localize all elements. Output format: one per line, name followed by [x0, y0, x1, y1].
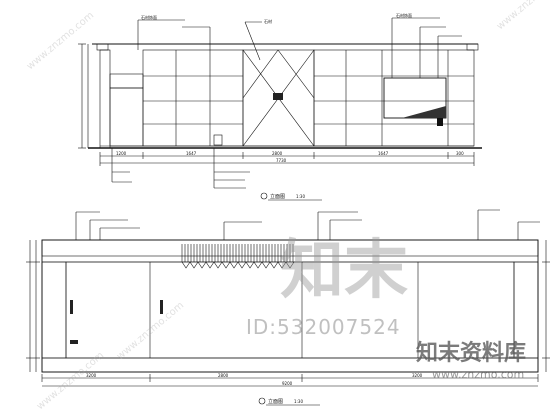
mid-marker	[160, 300, 163, 314]
vent-grille	[181, 244, 294, 262]
bottom-dim-3: 3200	[412, 373, 423, 378]
bottom-title-scale: 1:30	[294, 399, 303, 404]
callout-1: 石材饰面	[141, 14, 157, 20]
dim-label-2: 1647	[186, 151, 197, 156]
diag-watermark-top-left: www.znzmo.com	[25, 10, 96, 72]
bottom-elevation: 3200 2800 3200 9200 立面图 1:30	[26, 209, 550, 406]
diag-watermark-top-right: www.znzmo.com	[495, 0, 560, 32]
watermark-layer: www.znzmo.com www.znzmo.com www.znzmo.co…	[25, 0, 560, 412]
stone-panel-left	[142, 49, 244, 147]
switch-box	[213, 134, 223, 146]
callout-2: 石材	[264, 18, 272, 24]
socket-box	[70, 340, 78, 344]
big-watermark: 知末	[280, 234, 408, 308]
bottom-elevation-title: 立面图 1:30	[258, 397, 320, 406]
left-pillar	[41, 261, 67, 359]
dim-label-4: 1647	[378, 151, 389, 156]
dim-total: 7730	[276, 158, 287, 163]
diag-watermark-mid-left: www.znzmo.com	[115, 300, 186, 362]
left-marker	[70, 300, 73, 314]
url-watermark: www.znzmo.com	[432, 368, 524, 381]
door-handle-icon	[273, 93, 283, 100]
top-dim-chain: 1200 1647 2800 1647 300 7730	[99, 151, 475, 166]
bottom-dim-chain: 3200 2800 3200 9200	[41, 373, 539, 387]
top-title-text: 立面图	[270, 193, 285, 200]
niche-object	[437, 118, 443, 126]
bottom-title-text: 立面图	[268, 398, 283, 405]
top-bottom-callouts	[111, 148, 250, 189]
bottom-dim-2: 2800	[218, 373, 229, 378]
dim-label-3: 2800	[272, 151, 283, 156]
niche-shelf	[402, 106, 446, 118]
bottom-dim-1: 3200	[86, 373, 97, 378]
dim-label-5: 300	[456, 151, 464, 156]
top-elevation: 1200 1647 2800 1647 300 7730 石材饰面 石材 石材饰…	[78, 12, 482, 201]
checker-block	[109, 73, 144, 89]
top-left-end-cap	[96, 43, 109, 51]
base-band	[41, 357, 539, 373]
bottom-callouts	[75, 209, 540, 240]
grille-zigzag	[181, 261, 295, 269]
callout-3: 石材饰面	[396, 12, 412, 18]
top-callouts: 石材饰面 石材 石材饰面	[137, 12, 462, 78]
top-title-scale: 1:30	[296, 194, 305, 199]
top-right-end-cap	[466, 43, 479, 51]
bottom-dim-total: 9200	[282, 381, 293, 386]
id-watermark: ID:532007524	[246, 315, 401, 339]
left-edge-strip	[99, 49, 111, 149]
brand-watermark: 知末资料库	[416, 340, 526, 366]
dim-label-1: 1200	[116, 151, 127, 156]
left-glass-panel	[109, 87, 144, 147]
top-elevation-title: 立面图 1:30	[260, 192, 322, 201]
diag-watermark-bottom-left: www.znzmo.com	[35, 350, 106, 412]
stone-panel-right	[313, 49, 475, 147]
